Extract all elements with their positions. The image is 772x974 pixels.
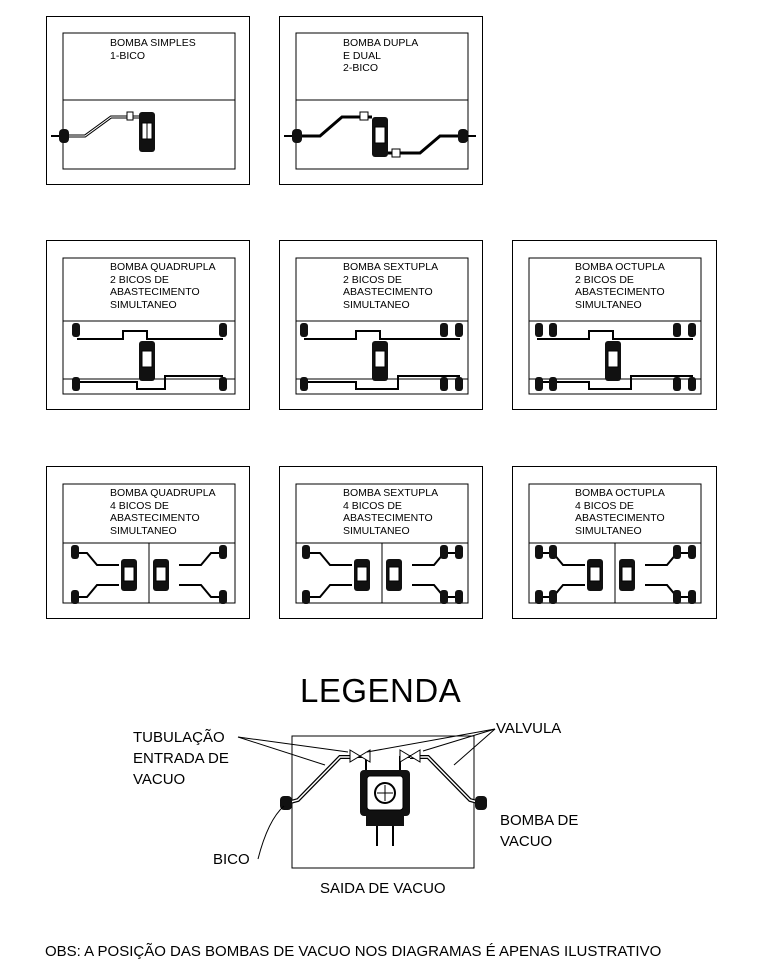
vacuum-pump-icon — [587, 559, 603, 591]
bico-icon — [302, 590, 310, 604]
vacuum-pump-icon — [372, 117, 388, 157]
bico-icon — [673, 377, 681, 391]
bico-icon — [51, 129, 69, 143]
bico-icon — [284, 129, 302, 143]
panel-title: BOMBA OCTUPLA 2 BICOS DE ABASTECIMENTO S… — [575, 261, 665, 311]
bico-icon — [455, 377, 463, 391]
valve-icon — [391, 148, 401, 158]
diagram-panel-sextupla-2: BOMBA SEXTUPLA 2 BICOS DE ABASTECIMENTO … — [279, 240, 483, 410]
valve-icon — [349, 749, 371, 763]
diagram-panel-octupla-4: BOMBA OCTUPLA 4 BICOS DE ABASTECIMENTO S… — [512, 466, 717, 619]
bico-icon — [455, 323, 463, 337]
valve-icon — [399, 749, 421, 763]
diagram-octupla-4 — [528, 483, 702, 604]
diagram-panel-octupla-2: BOMBA OCTUPLA 2 BICOS DE ABASTECIMENTO S… — [512, 240, 717, 410]
bico-icon — [673, 590, 681, 604]
panel-title: BOMBA QUADRUPLA 2 BICOS DE ABASTECIMENTO… — [110, 261, 216, 311]
bico-icon — [549, 590, 557, 604]
valve-icon — [126, 111, 134, 121]
bico-icon — [300, 377, 308, 391]
panel-title: BOMBA OCTUPLA 4 BICOS DE ABASTECIMENTO S… — [575, 487, 665, 537]
legend-label-bomba: BOMBA DE VACUO — [500, 812, 579, 850]
vacuum-pump-icon — [372, 341, 388, 381]
diagram-panel-quadrupla-2: BOMBA QUADRUPLA 2 BICOS DE ABASTECIMENTO… — [46, 240, 250, 410]
diagram-panel-simples: BOMBA SIMPLES 1-BICO — [46, 16, 250, 185]
panel-title: BOMBA SEXTUPLA 2 BICOS DE ABASTECIMENTO … — [343, 261, 439, 311]
bico-icon — [688, 377, 696, 391]
vacuum-pump-icon — [121, 559, 137, 591]
legend-label-saida: SAIDA DE VACUO — [320, 880, 446, 897]
bico-icon — [72, 323, 80, 337]
bico-icon — [535, 377, 543, 391]
bico-icon — [688, 590, 696, 604]
panel-title: BOMBA DUPLA E DUAL 2-BICO — [343, 37, 419, 74]
bico-icon — [219, 545, 227, 559]
diagram-sextupla-2 — [295, 257, 469, 395]
diagram-dupla — [284, 32, 476, 170]
bico-icon — [219, 323, 227, 337]
panel-title: BOMBA SEXTUPLA 4 BICOS DE ABASTECIMENTO … — [343, 487, 439, 537]
diagram-quadrupla-4 — [62, 483, 236, 604]
vacuum-pump-icon — [605, 341, 621, 381]
bico-icon — [71, 590, 79, 604]
bico-icon — [440, 545, 448, 559]
bico-icon — [475, 796, 487, 810]
bico-icon — [440, 590, 448, 604]
legend-label-bico: BICO — [213, 851, 250, 868]
bico-icon — [455, 590, 463, 604]
diagram-simples — [51, 32, 236, 170]
bico-icon — [535, 323, 543, 337]
bico-icon — [549, 377, 557, 391]
bico-icon — [300, 323, 308, 337]
bico-icon — [688, 323, 696, 337]
diagram-octupla-2 — [528, 257, 702, 395]
bico-icon — [455, 545, 463, 559]
bico-icon — [302, 545, 310, 559]
diagram-panel-dupla: BOMBA DUPLA E DUAL 2-BICO — [279, 16, 483, 185]
panel-title: BOMBA SIMPLES 1-BICO — [110, 37, 196, 62]
bico-icon — [71, 545, 79, 559]
panel-title: BOMBA QUADRUPLA 4 BICOS DE ABASTECIMENTO… — [110, 487, 216, 537]
vacuum-pump-icon — [354, 559, 370, 591]
diagram-panel-quadrupla-4: BOMBA QUADRUPLA 4 BICOS DE ABASTECIMENTO… — [46, 466, 250, 619]
vacuum-pump-icon — [360, 770, 410, 826]
bico-icon — [688, 545, 696, 559]
bico-icon — [72, 377, 80, 391]
bico-icon — [549, 323, 557, 337]
bico-icon — [440, 377, 448, 391]
diagram-quadrupla-2 — [62, 257, 236, 395]
bico-icon — [219, 590, 227, 604]
diagram-panel-sextupla-4: BOMBA SEXTUPLA 4 BICOS DE ABASTECIMENTO … — [279, 466, 483, 619]
legend-label-tubulacao: TUBULAÇÃO ENTRADA DE VACUO — [133, 729, 229, 788]
valve-icon — [359, 111, 369, 121]
legend-title: LEGENDA — [300, 672, 462, 709]
footnote: OBS: A POSIÇÃO DAS BOMBAS DE VACUO NOS D… — [45, 943, 662, 960]
bico-icon — [440, 323, 448, 337]
vacuum-pump-icon — [386, 559, 402, 591]
bico-icon — [535, 590, 543, 604]
bico-icon — [673, 323, 681, 337]
bico-icon — [535, 545, 543, 559]
bico-icon — [458, 129, 476, 143]
legend-label-valvula: VALVULA — [496, 720, 562, 737]
vacuum-pump-icon — [153, 559, 169, 591]
diagram-sextupla-4 — [295, 483, 469, 604]
bico-icon — [549, 545, 557, 559]
vacuum-pump-icon — [139, 112, 155, 152]
vacuum-pump-icon — [139, 341, 155, 381]
bico-icon — [219, 377, 227, 391]
vacuum-pump-icon — [619, 559, 635, 591]
bico-icon — [673, 545, 681, 559]
